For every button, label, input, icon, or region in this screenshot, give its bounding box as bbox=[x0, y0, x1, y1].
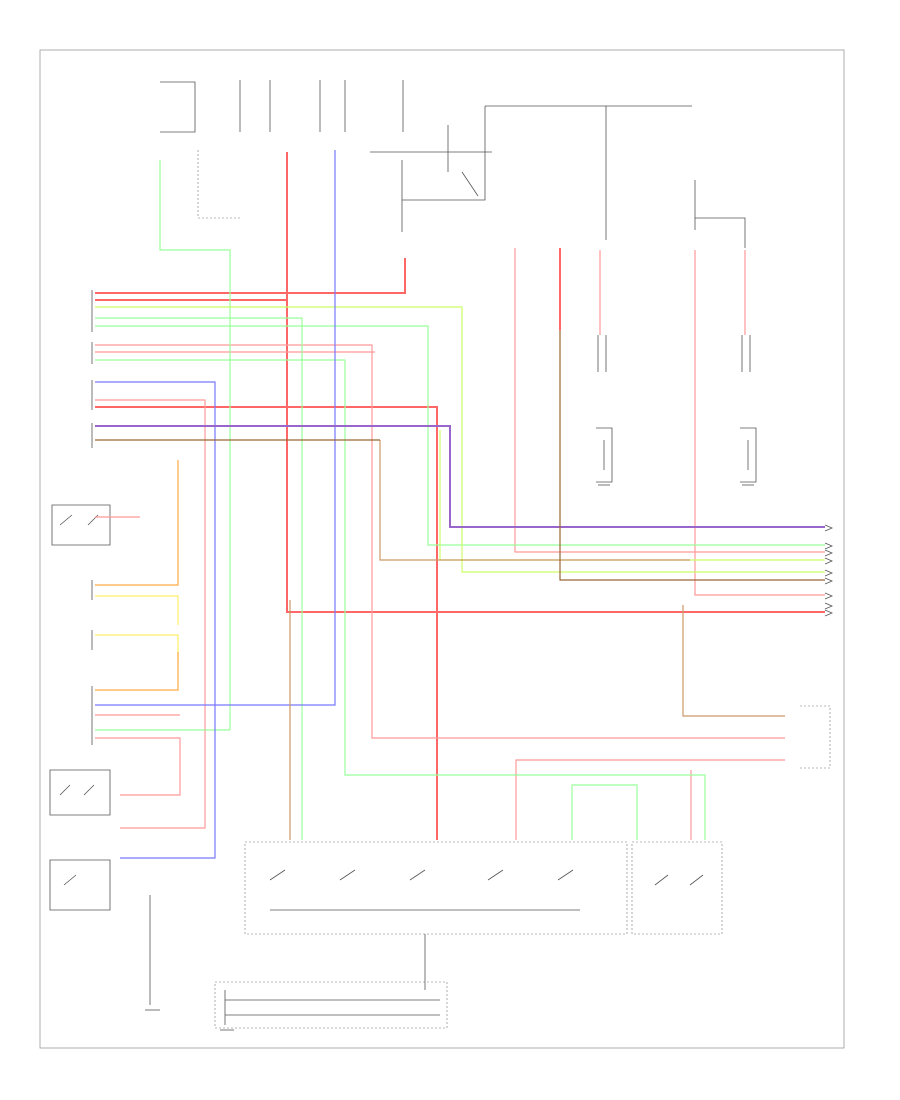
left-switches bbox=[49, 504, 160, 1011]
wire-red-main bbox=[95, 152, 825, 840]
diagram-frame bbox=[39, 49, 845, 1049]
bottom-switch-assembly bbox=[214, 841, 723, 1031]
wire-violet bbox=[95, 425, 825, 528]
right-connector-terminals bbox=[824, 524, 834, 617]
top-left-components bbox=[160, 80, 746, 248]
wire-orange-yellow bbox=[95, 440, 785, 840]
wire-blue bbox=[95, 150, 336, 859]
wire-green bbox=[95, 160, 825, 840]
wire-pink bbox=[95, 248, 825, 840]
wire-brown bbox=[95, 330, 825, 581]
right-relays bbox=[596, 335, 831, 769]
